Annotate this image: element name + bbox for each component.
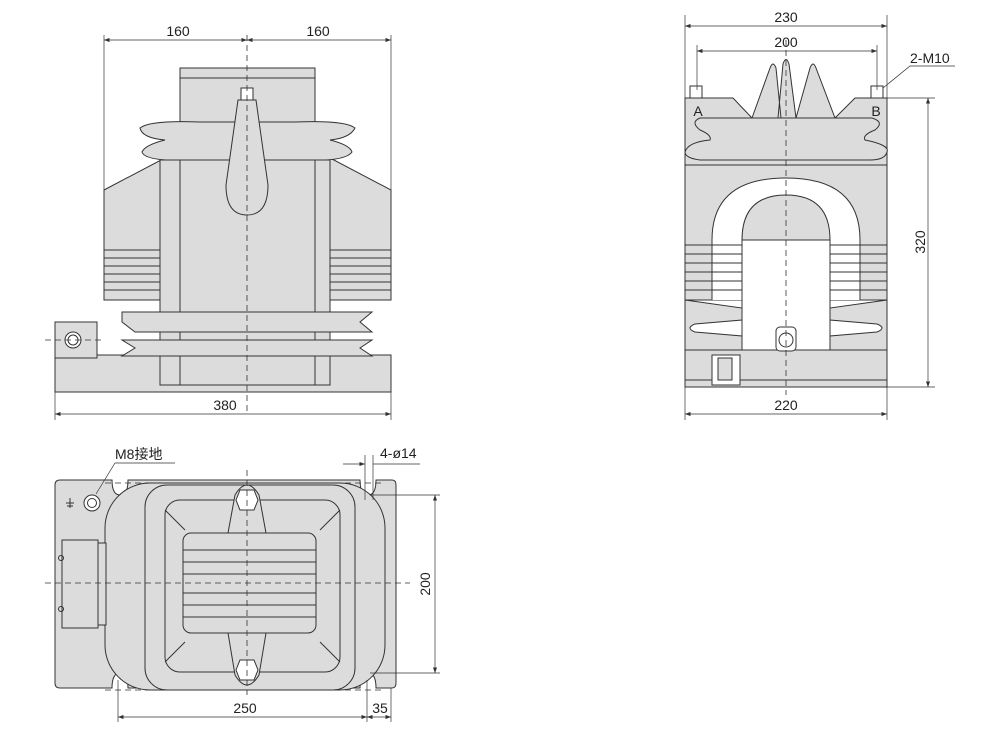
ribs-left — [104, 249, 160, 301]
plan-secondary-box — [61, 539, 99, 629]
dim-220: 220 — [774, 397, 798, 413]
terminal-a-label: A — [693, 103, 703, 119]
dim-160-right: 160 — [306, 23, 330, 39]
plan-view: M8接地 4-ø14 200 250 35 — [45, 445, 440, 722]
side-upper-shed — [684, 117, 888, 161]
dim-230: 230 — [774, 9, 798, 25]
dim-200-holes: 200 — [417, 572, 433, 596]
dim-320: 320 — [912, 230, 928, 254]
side-lower-shed-left — [684, 299, 743, 351]
side-ribs — [685, 244, 887, 291]
lower-shed-1 — [121, 311, 374, 333]
ground-note: M8接地 — [115, 446, 162, 462]
terminal-a-nut-icon — [689, 85, 703, 99]
dim-200-terminals: 200 — [774, 34, 798, 50]
side-lower-shed-right — [829, 299, 888, 351]
dim-35: 35 — [372, 700, 388, 716]
ground-symbol-icon — [66, 498, 74, 508]
terminal-note: 2-M10 — [910, 50, 950, 66]
dim-250: 250 — [233, 700, 257, 716]
dim-380: 380 — [213, 397, 237, 413]
ground-bolt-plan-icon — [83, 494, 101, 512]
top-cones — [751, 59, 836, 119]
front-view: 160 160 380 — [45, 23, 392, 420]
terminal-b-label: B — [871, 103, 880, 119]
dim-160-left: 160 — [166, 23, 190, 39]
side-view: A B 230 200 2-M10 320 220 — [684, 9, 955, 420]
ribs-right — [330, 249, 391, 301]
holes-note: 4-ø14 — [380, 445, 417, 461]
